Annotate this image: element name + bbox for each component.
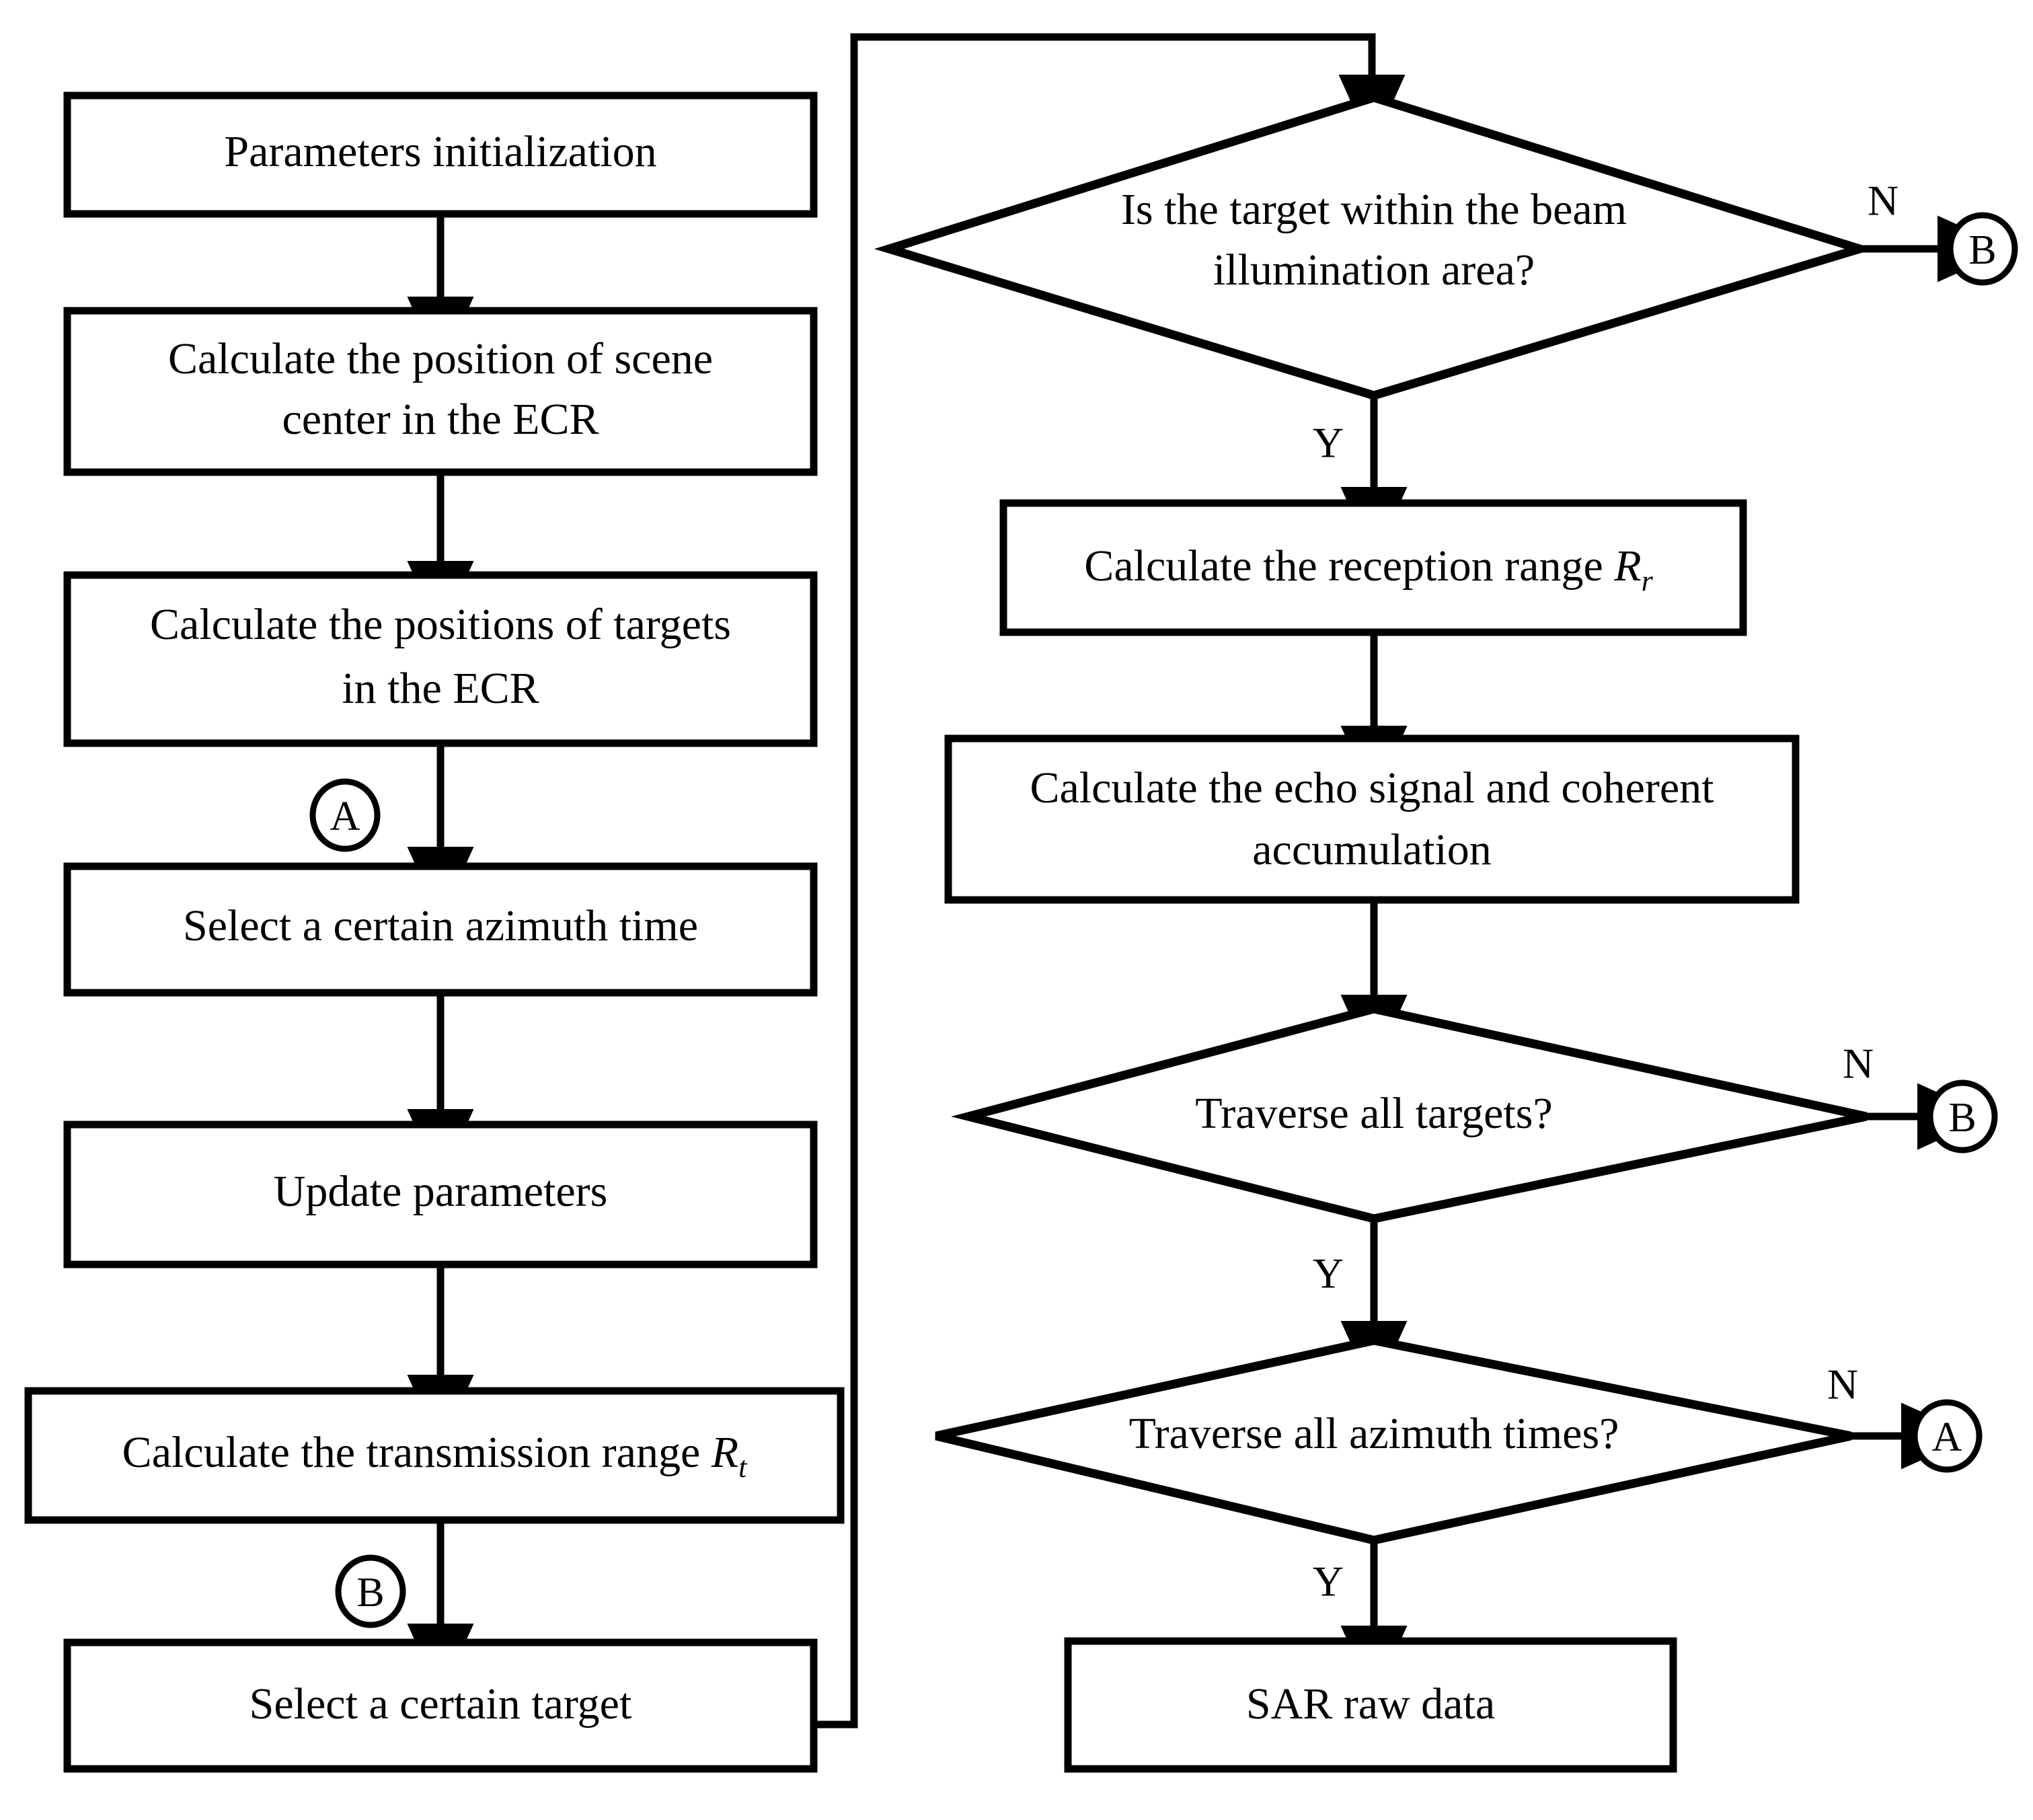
edge-label-targets-yes: Y xyxy=(1313,1250,1344,1297)
node-echo-signal-label-line2: accumulation xyxy=(1252,825,1492,874)
connector-b-after-transmission[interactable] xyxy=(335,1554,406,1628)
node-transmission-range-subscript: t xyxy=(738,1451,748,1484)
node-target-positions-label-line1: Calculate the positions of targets xyxy=(150,600,731,649)
node-reception-range-text: Calculate the reception range xyxy=(1084,541,1603,591)
node-transmission-range-text: Calculate the transmission range xyxy=(122,1428,701,1477)
node-scene-center[interactable] xyxy=(63,307,818,476)
edge-label-azimuth-yes: Y xyxy=(1313,1558,1344,1605)
node-parameters-initialization[interactable] xyxy=(63,91,818,218)
node-select-target[interactable] xyxy=(63,1638,818,1773)
node-sar-raw-data-label: SAR raw data xyxy=(1246,1679,1495,1729)
node-reception-range-subscript: r xyxy=(1642,564,1654,597)
node-beam-check-label-line2: illumination area? xyxy=(1213,245,1535,295)
edge-label-beam-no: N xyxy=(1868,177,1898,225)
node-traverse-targets-label: Traverse all targets? xyxy=(1195,1089,1553,1138)
node-sar-raw-data[interactable] xyxy=(1064,1637,1677,1773)
connector-a-from-azimuth-label: A xyxy=(1932,1414,1962,1460)
node-target-positions-label-line2: in the ECR xyxy=(342,664,539,713)
node-update-parameters[interactable] xyxy=(63,1121,818,1268)
node-reception-range-symbol: R xyxy=(1613,541,1641,591)
node-traverse-azimuth-label: Traverse all azimuth times? xyxy=(1129,1409,1619,1458)
connector-b-from-beam-label: B xyxy=(1968,227,1996,273)
node-transmission-range-label: Calculate the transmission range Rt xyxy=(122,1428,748,1484)
node-scene-center-label-line1: Calculate the position of scene xyxy=(168,334,713,383)
node-target-positions[interactable] xyxy=(63,571,818,747)
connector-a-after-targets[interactable] xyxy=(309,778,381,852)
node-scene-center-label-line2: center in the ECR xyxy=(282,395,599,444)
node-update-parameters-label: Update parameters xyxy=(274,1167,608,1216)
node-echo-signal[interactable] xyxy=(944,734,1800,904)
node-beam-check-label-line1: Is the target within the beam xyxy=(1121,185,1627,234)
connector-b-from-targets-label: B xyxy=(1948,1095,1976,1141)
node-reception-range[interactable] xyxy=(999,499,1747,636)
edge-label-targets-no: N xyxy=(1843,1040,1874,1088)
node-reception-range-label: Calculate the reception range Rr xyxy=(1084,541,1653,597)
edge-selecttarget-to-beamcheck xyxy=(814,33,1406,1729)
node-parameters-initialization-label: Parameters initialization xyxy=(224,127,656,176)
connector-b-from-beam[interactable] xyxy=(1947,212,2018,286)
connector-b-after-transmission-label: B xyxy=(356,1570,384,1616)
connector-b-from-targets[interactable] xyxy=(1927,1079,1998,1153)
edge-label-azimuth-no: N xyxy=(1827,1361,1858,1408)
node-echo-signal-label-line1: Calculate the echo signal and coherent xyxy=(1030,763,1714,812)
node-select-target-label: Select a certain target xyxy=(250,1679,632,1729)
connector-a-from-azimuth[interactable] xyxy=(1911,1399,1983,1473)
node-transmission-range[interactable] xyxy=(24,1387,845,1524)
connector-a-after-targets-label: A xyxy=(330,794,360,839)
edge-label-beam-yes: Y xyxy=(1313,419,1344,467)
node-transmission-range-symbol: R xyxy=(711,1428,738,1477)
node-select-azimuth-time-label: Select a certain azimuth time xyxy=(183,901,698,950)
